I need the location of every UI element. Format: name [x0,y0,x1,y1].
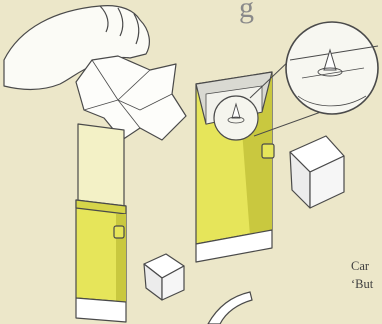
caption-line-1: Car [351,257,373,275]
hand-with-tissue-icon [4,6,186,140]
title-fragment: g [239,0,255,25]
white-cap-cube-icon [144,254,184,300]
caption-text: Car ‘But [351,257,373,293]
white-cap-cube-icon [290,136,344,208]
yellow-dispenser-tube-icon [76,124,126,322]
caption-line-2: ‘But [351,275,373,293]
partial-lid-outline [208,292,252,324]
